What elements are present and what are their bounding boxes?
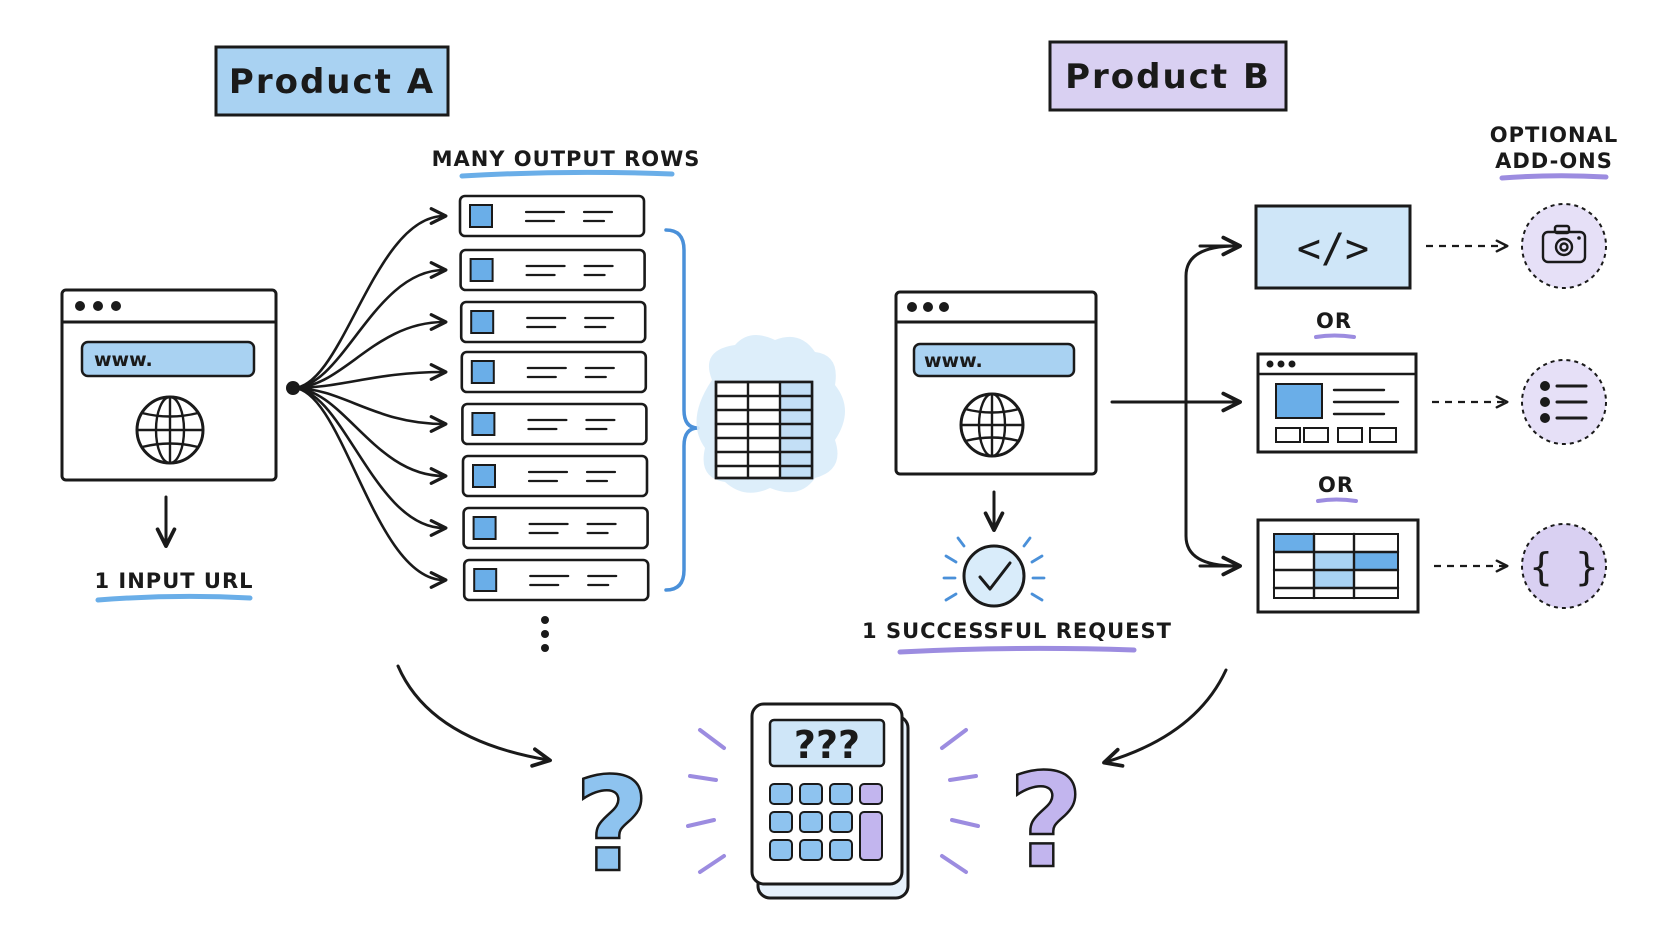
fan-arrow [291, 261, 448, 390]
output-rows-list [458, 194, 650, 602]
or-label-1: OR [1316, 309, 1352, 333]
calculator-key [799, 783, 823, 805]
fan-arrow [291, 363, 448, 390]
fan-arrow [291, 386, 448, 589]
or-label-2: OR [1318, 473, 1354, 497]
calculator-display: ??? [794, 723, 860, 767]
product-b-url-text: www. [924, 350, 983, 372]
calculator-key [769, 783, 793, 805]
product-b-url-bar [912, 342, 1076, 378]
fan-arrow [291, 313, 448, 390]
fan-arrow [291, 207, 448, 390]
product-b-title: Product B [1065, 57, 1271, 97]
fan-arrow [291, 386, 448, 537]
product-b-browser-window: www. [894, 290, 1098, 476]
code-icon: </> [1297, 226, 1369, 272]
calculator-key [799, 811, 823, 833]
output-row [458, 194, 646, 238]
calculator-key [829, 811, 853, 833]
calculator-key [799, 839, 823, 861]
calculator-key-tall [859, 811, 883, 861]
question-mark-right: ? [1008, 745, 1083, 897]
fan-arrow [291, 386, 448, 433]
output-row [459, 248, 646, 292]
html-output-option: </> [1254, 204, 1412, 290]
calculator-key [829, 783, 853, 805]
product-b-title-box: Product B [1048, 40, 1288, 112]
output-row [462, 558, 650, 602]
table-output-option [1256, 518, 1420, 614]
product-a-browser-window: www. [60, 288, 278, 482]
success-check-icon [942, 536, 1046, 608]
output-rows-label: MANY OUTPUT ROWS [432, 147, 701, 171]
calculator-key [769, 839, 793, 861]
calculator-sparkles [686, 728, 980, 874]
output-branch-arrows [1110, 235, 1242, 577]
globe-icon [959, 392, 1025, 458]
screenshot-addon [1521, 203, 1607, 289]
page-layout-output-option [1256, 352, 1418, 454]
product-a-title-box: Product A [214, 45, 450, 117]
calculator-key [859, 783, 883, 805]
addons-label-line1: OPTIONAL [1490, 123, 1618, 147]
fan-arrow [291, 386, 448, 485]
list-addon [1521, 359, 1607, 445]
calculator-key [829, 839, 853, 861]
product-a-url-text: www. [94, 349, 153, 371]
arrow-b-to-question [1102, 668, 1228, 768]
camera-icon [1541, 224, 1587, 264]
list-icon [1540, 381, 1588, 423]
globe-icon [135, 395, 205, 465]
arrow-a-to-question [396, 664, 552, 768]
calculator-key [769, 811, 793, 833]
output-row [459, 300, 647, 344]
output-row [461, 454, 649, 498]
calculator-icon: ??? [750, 702, 910, 900]
question-mark-left: ? [574, 749, 649, 901]
json-addon: { } [1521, 523, 1607, 609]
braces-icon: { } [1530, 545, 1599, 589]
input-url-label: 1 INPUT URL [95, 569, 254, 593]
successful-request-label: 1 SUCCESSFUL REQUEST [862, 619, 1172, 643]
output-row [462, 506, 649, 550]
more-rows-ellipsis [541, 616, 549, 652]
product-a-title: Product A [229, 62, 435, 102]
fan-out-arrows [291, 207, 448, 589]
output-row [460, 350, 648, 394]
output-row [461, 402, 648, 446]
product-a-url-bar [80, 340, 256, 378]
table-result-icon [696, 335, 845, 493]
output-brace [664, 228, 700, 592]
addons-label-line2: ADD-ONS [1495, 149, 1613, 173]
